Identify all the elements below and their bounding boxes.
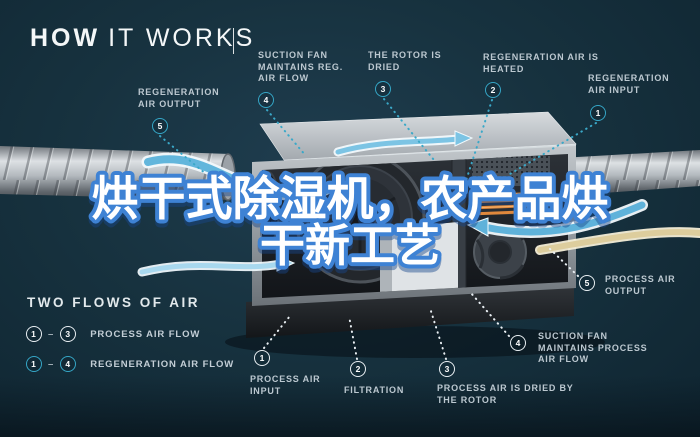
marker-number: 3	[65, 329, 71, 339]
callout-label-process-dried: PROCESS AIR IS DRIED BY THE ROTOR	[437, 383, 574, 405]
marker-number: 4	[65, 359, 71, 369]
legend-marker-regen-to: 4	[60, 356, 77, 372]
title-divider	[233, 28, 234, 54]
heater	[468, 191, 550, 216]
callout-marker-process-3: 3	[439, 361, 455, 377]
legend-dash: –	[48, 358, 55, 370]
leader-regen-5	[159, 135, 207, 175]
ribbon-top	[333, 130, 474, 157]
leader-regen-1	[509, 122, 597, 175]
callout-label-filtration: FILTRATION	[344, 385, 405, 395]
callout-label-regen-fan: SUCTION FAN MAINTAINS REG. AIR FLOW	[258, 50, 344, 83]
marker-number: 2	[355, 364, 361, 374]
marker-number: 1	[31, 359, 37, 369]
callout-label-rotor-dried: THE ROTOR IS DRIED	[368, 50, 442, 72]
leader-process-1	[263, 315, 291, 349]
machine-shadow	[225, 326, 605, 358]
leader-regen-4	[266, 109, 307, 157]
callout-label-regen-input: REGENERATION AIR INPUT	[588, 73, 670, 95]
marker-number: 2	[490, 85, 496, 95]
legend-marker-process-to: 3	[60, 326, 77, 342]
marker-number: 1	[31, 329, 37, 339]
legend-dash: –	[48, 328, 55, 340]
callout-label-process-fan: SUCTION FAN MAINTAINS PROCESS AIR FLOW	[538, 331, 648, 364]
callout-marker-regen-4: 4	[258, 92, 274, 108]
legend-label-process: PROCESS AIR FLOW	[90, 328, 201, 340]
legend-marker-regen-from: 1	[26, 356, 42, 372]
leader-process-2	[348, 315, 358, 360]
legend-label-regen: REGENERATION AIR FLOW	[90, 358, 235, 370]
marker-number: 5	[157, 121, 163, 131]
legend-row-regen: 1 – 4 REGENERATION AIR FLOW	[26, 356, 234, 372]
filter-grill	[472, 156, 550, 186]
callout-marker-regen-1: 1	[590, 105, 606, 121]
caption-line-1: 烘干式除湿机，农产品烘	[92, 172, 609, 227]
legend-row-process: 1 – 3 PROCESS AIR FLOW	[26, 326, 200, 342]
marker-number: 1	[595, 108, 601, 118]
callout-marker-regen-3: 3	[375, 81, 391, 97]
leader-process-4	[469, 291, 510, 337]
caption-line-2: 干新工艺	[260, 219, 440, 272]
inner-cabinet	[380, 222, 458, 298]
ribbon-right	[466, 199, 648, 238]
marker-number: 3	[444, 364, 450, 374]
leader-regen-3	[383, 98, 435, 161]
marker-number: 1	[259, 353, 265, 363]
flow-ribbons	[137, 130, 700, 277]
leader-regen-2	[462, 99, 493, 191]
callout-marker-process-5: 5	[579, 275, 595, 291]
callout-label-process-output: PROCESS AIR OUTPUT	[605, 274, 676, 296]
marker-number: 5	[584, 278, 590, 288]
callout-marker-process-2: 2	[350, 361, 366, 377]
callout-label-regen-heated: REGENERATION AIR IS HEATED	[483, 52, 599, 74]
bottom-vignette	[0, 375, 700, 437]
leader-process-5	[548, 247, 579, 277]
title-light: IT WORKS	[108, 24, 256, 52]
marker-number: 3	[380, 84, 386, 94]
ribbon-cream	[535, 227, 700, 255]
leader-process-3	[429, 307, 447, 360]
marker-number: 4	[263, 95, 269, 105]
legend-heading: TWO FLOWS OF AIR	[27, 295, 200, 310]
ribbon-bottom-left	[137, 255, 296, 277]
title-bold: HOW	[30, 24, 101, 52]
leader-lines	[159, 98, 597, 360]
callout-marker-process-4: 4	[510, 335, 526, 351]
legend-marker-process-from: 1	[26, 326, 42, 342]
marker-number: 4	[515, 338, 521, 348]
suction-fan	[473, 224, 527, 280]
callout-marker-process-1: 1	[254, 350, 270, 366]
callout-label-regen-output: REGENERATION AIR OUTPUT	[138, 87, 220, 109]
callout-label-process-input: PROCESS AIR INPUT	[250, 374, 321, 396]
callout-marker-regen-2: 2	[485, 82, 501, 98]
callout-marker-regen-5: 5	[152, 118, 168, 134]
ribbon-left-in	[141, 152, 336, 203]
